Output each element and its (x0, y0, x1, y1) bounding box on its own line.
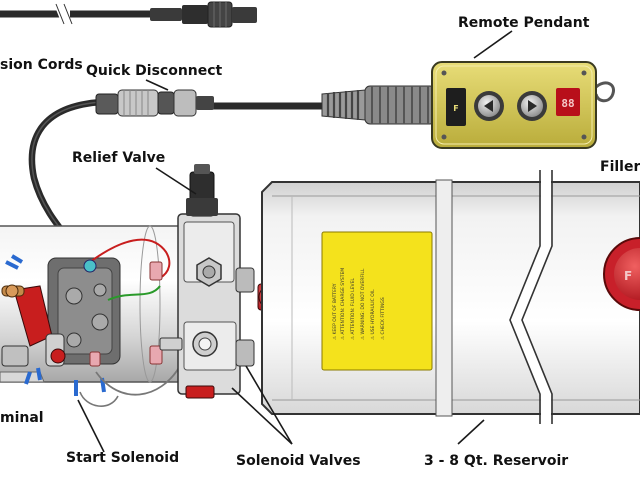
svg-text:⚠ CHECK FITTINGS: ⚠ CHECK FITTINGS (380, 297, 386, 340)
terminal-label: minal (0, 410, 44, 426)
filler-cap: F (603, 237, 640, 311)
reservoir-label: 3 - 8 Qt. Reservoir (424, 453, 569, 469)
logo-icon (446, 88, 466, 126)
svg-text:⚠ ATTENTION: CHARGE SYSTEM: ⚠ ATTENTION: CHARGE SYSTEM (340, 268, 346, 340)
start-solenoid-label: Start Solenoid (66, 450, 180, 466)
svg-text:⚠ USE HYDRAULIC OIL: ⚠ USE HYDRAULIC OIL (370, 289, 376, 340)
motor (0, 225, 182, 407)
extension-cords-label: sion Cords (0, 57, 83, 73)
reservoir (261, 170, 640, 424)
quick-disconnect-label: Quick Disconnect (86, 63, 223, 79)
svg-text:F: F (624, 269, 632, 283)
manifold (159, 213, 255, 399)
svg-text:⚠ ATTENTION: FLUID LEVEL: ⚠ ATTENTION: FLUID LEVEL (350, 278, 356, 340)
strain-relief (321, 85, 436, 125)
remote-pendant-label: Remote Pendant (458, 15, 590, 31)
relief-valve (186, 164, 218, 217)
svg-text:⚠ KEEP OUT OF BATTERY: ⚠ KEEP OUT OF BATTERY (332, 283, 338, 340)
svg-text:⚠ WARNING: DO NOT OVERFILL: ⚠ WARNING: DO NOT OVERFILL (360, 268, 366, 340)
extension-cord (0, 1, 257, 28)
filler-label: Filler (600, 159, 640, 175)
svg-text:88: 88 (561, 97, 574, 110)
solenoid-valves-label: Solenoid Valves (236, 453, 361, 469)
quick-disconnect (95, 89, 214, 117)
relief-valve-label: Relief Valve (72, 150, 166, 166)
svg-text:F: F (453, 104, 458, 113)
remote-pendant: F 88 (431, 61, 615, 149)
warning-label: ⚠ KEEP OUT OF BATTERY ⚠ ATTENTION: CHARG… (321, 231, 433, 371)
leader-lines (77, 30, 513, 453)
